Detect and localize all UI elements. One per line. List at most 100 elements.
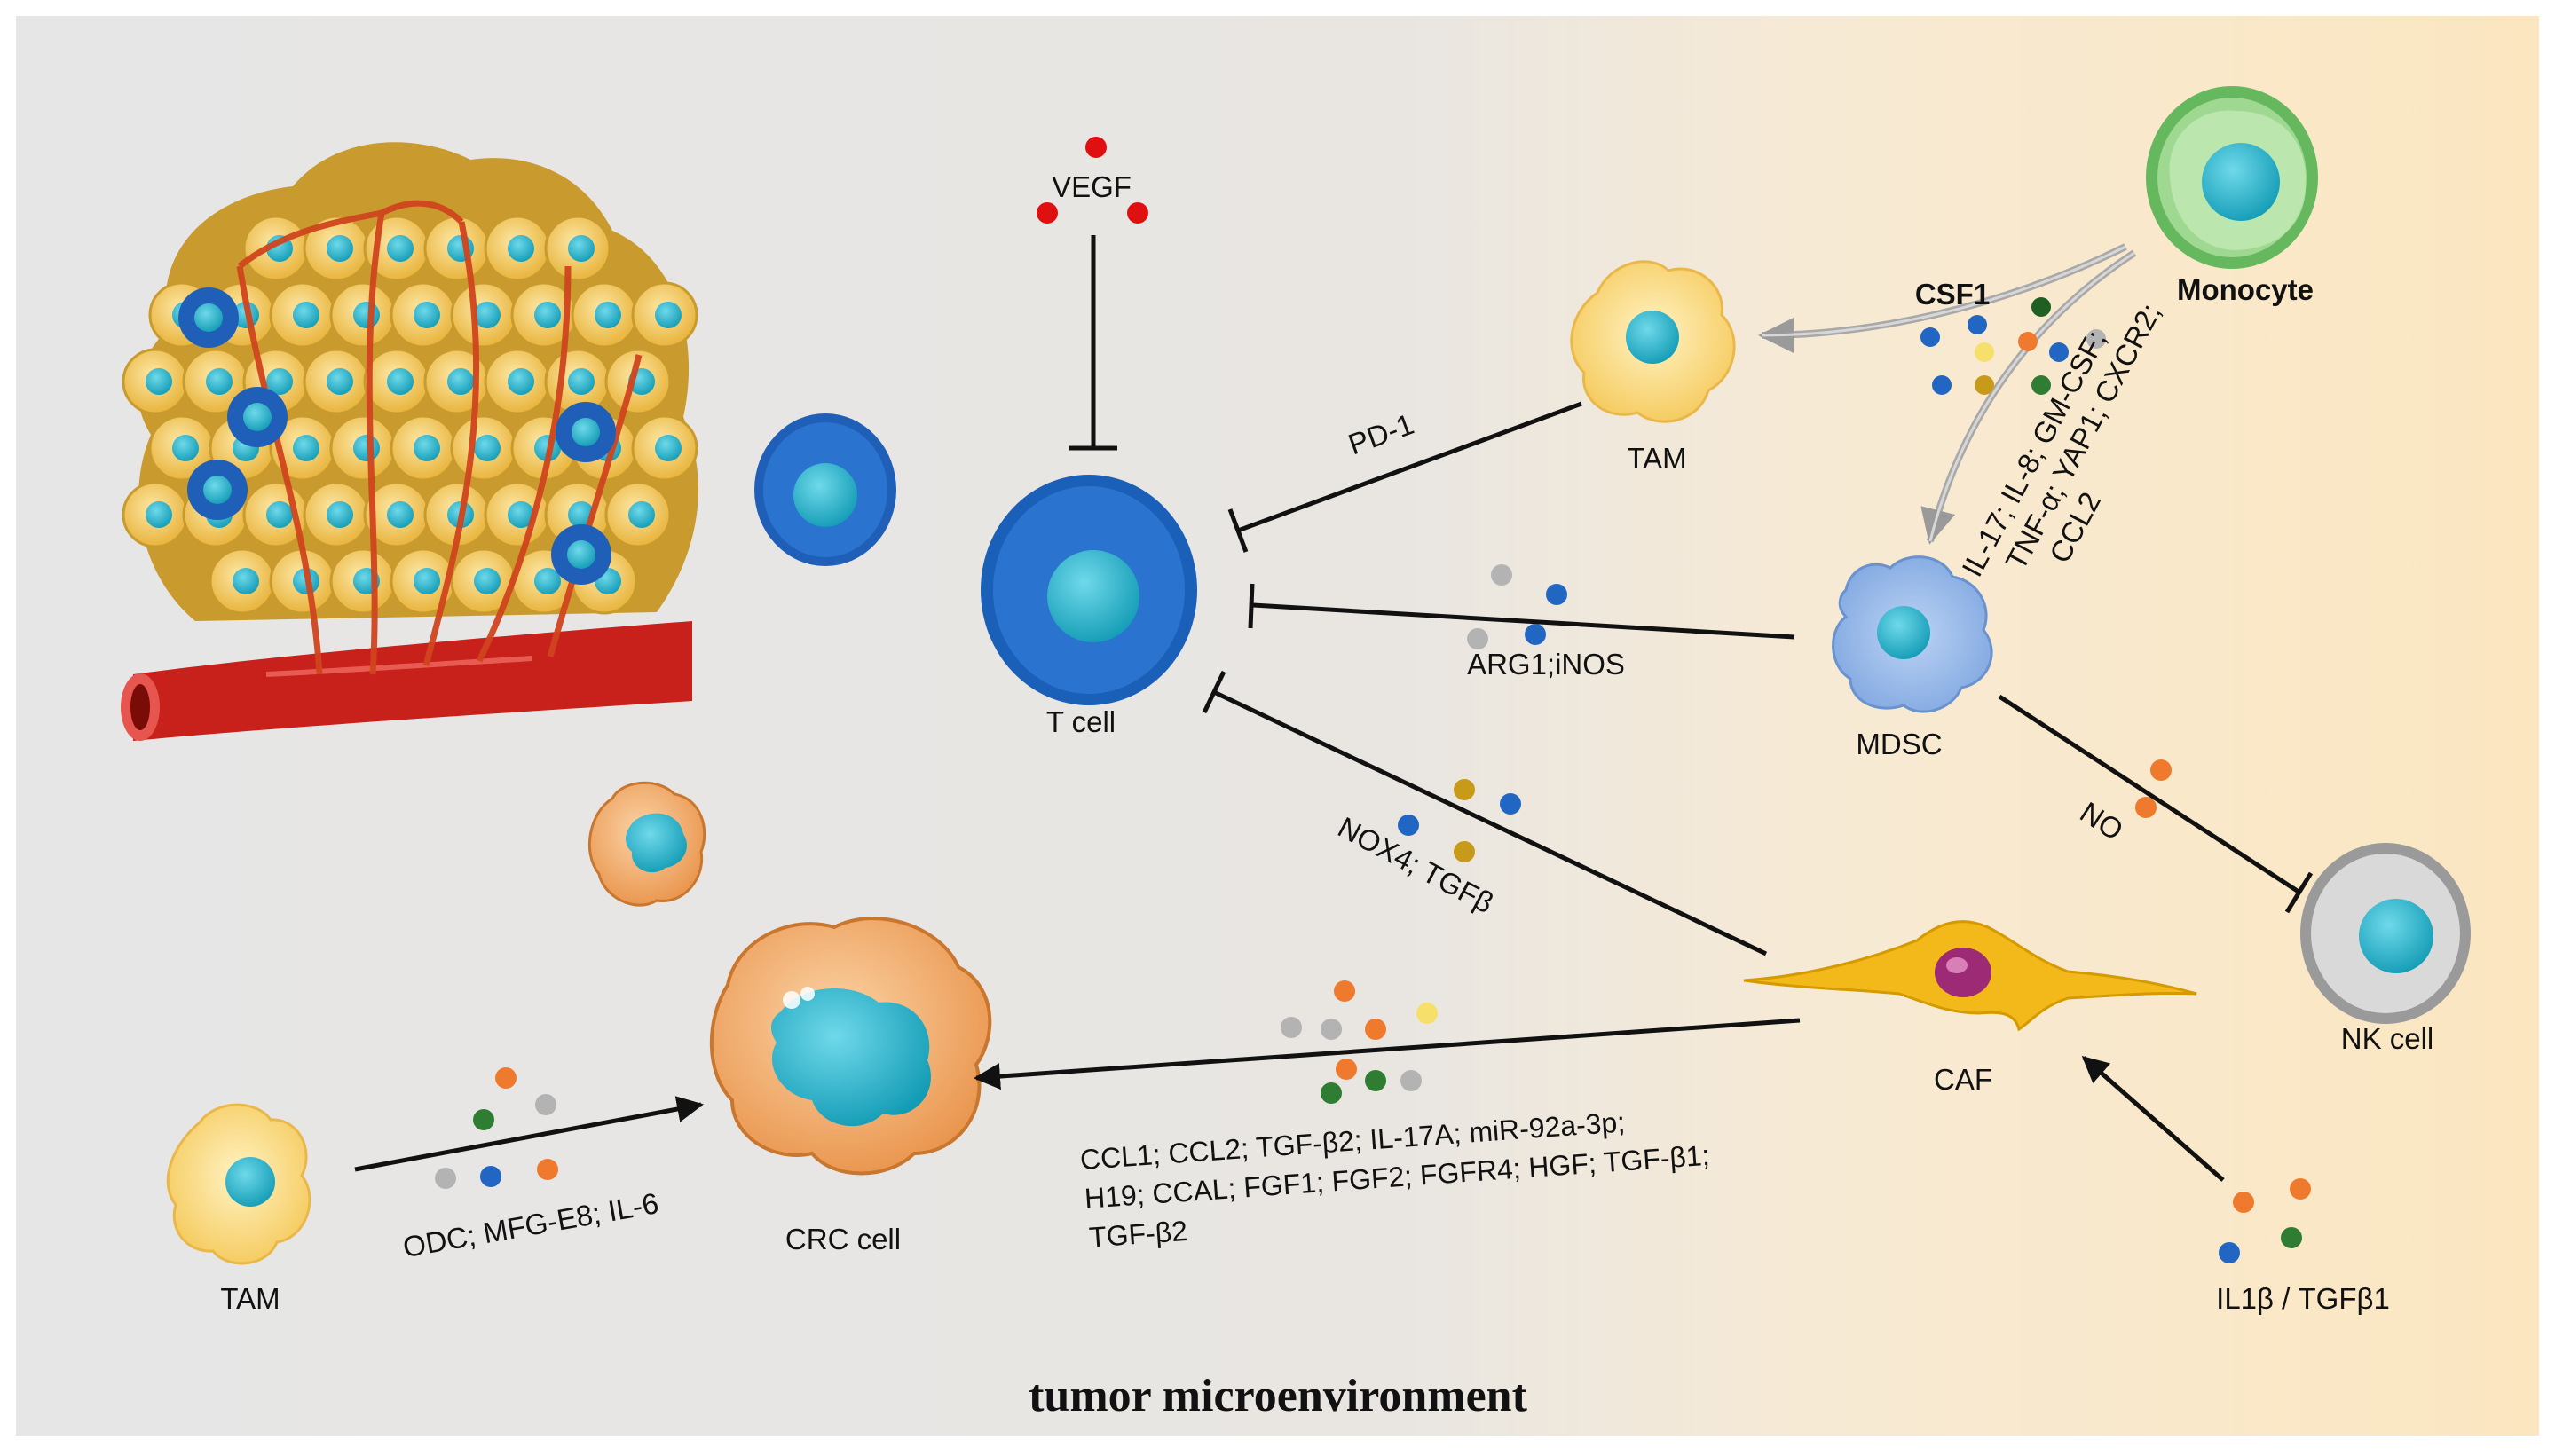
- crc-cell: CRC cell: [709, 917, 992, 1255]
- cytokine-dot: [1491, 564, 1512, 586]
- cytokine-dot: [1365, 1019, 1386, 1040]
- cytokine-dot: [473, 1109, 494, 1130]
- caf-cell: CAF: [1743, 920, 2197, 1096]
- csf1-label: CSF1: [1915, 278, 1990, 311]
- cytokine-dot: [1416, 1003, 1438, 1024]
- cytokine-dot: [1920, 327, 1940, 347]
- tumor-cell-nucleus: [534, 302, 561, 328]
- tumor-cell-nucleus: [146, 368, 172, 395]
- cytokine-dot: [2150, 759, 2172, 781]
- cytokine-dot: [2135, 797, 2157, 818]
- infiltrating-t-cell-nucleus: [567, 540, 595, 569]
- arg1-inos-label: ARG1;iNOS: [1467, 648, 1625, 681]
- tumor-cell-nucleus: [568, 235, 595, 262]
- cytokine-dot: [2281, 1227, 2302, 1248]
- tumor-cell-nucleus: [474, 302, 501, 328]
- tumor-cell-nucleus: [387, 368, 414, 395]
- t-cell: T cell: [981, 475, 1197, 738]
- tumor-cell-nucleus: [266, 368, 293, 395]
- cytokine-dot: [1336, 1059, 1357, 1080]
- cytokine-dot: [2018, 332, 2038, 351]
- monocyte-cell: Monocyte: [2146, 86, 2318, 306]
- cytokine-dot: [2290, 1178, 2311, 1200]
- tumor-cell-nucleus: [293, 435, 319, 461]
- tumor-cell-nucleus: [628, 501, 655, 528]
- tumor-cell-nucleus: [414, 568, 440, 594]
- tumor-cell-nucleus: [233, 568, 259, 594]
- tumor-cell-nucleus: [327, 235, 353, 262]
- vegf-dot: [1127, 202, 1148, 224]
- cytokine-dot: [1932, 375, 1952, 395]
- tam-top-label: TAM: [1627, 442, 1686, 475]
- tumor-cell-nucleus: [327, 501, 353, 528]
- vegf-dot: [1037, 202, 1058, 224]
- diagram-title: tumor microenvironment: [1029, 1371, 1528, 1421]
- tam-cell-bottom: TAM: [166, 1103, 311, 1315]
- cytokine-dot: [1454, 841, 1475, 862]
- mdsc-cell: MDSC: [1832, 555, 1993, 760]
- t-cell-label: T cell: [1046, 705, 1116, 738]
- cytokine-dot: [1365, 1070, 1386, 1091]
- cytokine-dot: [537, 1159, 558, 1180]
- cytokine-dot: [1975, 342, 1994, 362]
- cytokine-dot: [2031, 375, 2051, 395]
- tumor-cell-nucleus: [387, 501, 414, 528]
- infiltrating-t-cell-nucleus: [203, 476, 232, 504]
- cytokine-dot: [2049, 342, 2069, 362]
- infiltrating-t-cell-nucleus: [194, 303, 223, 332]
- cytokine-dot: [2086, 329, 2106, 349]
- vegf-label: VEGF: [1052, 170, 1132, 203]
- cytokine-dot: [1525, 624, 1546, 645]
- monocyte-label: Monocyte: [2177, 273, 2314, 306]
- tumor-cell-nucleus: [655, 435, 682, 461]
- nk-cell: NK cell: [2300, 843, 2471, 1055]
- cytokine-dot: [1321, 1019, 1342, 1040]
- cytokine-dot: [495, 1067, 517, 1089]
- vegf-group: VEGF: [1037, 137, 1148, 451]
- vegf-dot: [1085, 137, 1107, 158]
- tumor-cell-nucleus: [414, 302, 440, 328]
- tumor-cell-nucleus: [474, 568, 501, 594]
- cytokine-dot: [535, 1094, 556, 1115]
- capillary-network: [236, 200, 643, 675]
- tumor-cell-nucleus: [146, 501, 172, 528]
- caf-label: CAF: [1934, 1063, 1992, 1096]
- infiltrating-t-cell-nucleus: [572, 418, 600, 446]
- arg1-inos-inhibition: ARG1;iNOS: [1248, 564, 1795, 681]
- tumor-cell-nucleus: [414, 435, 440, 461]
- tumor-cell-nucleus: [508, 368, 534, 395]
- tumor-cell-nucleus: [508, 501, 534, 528]
- cytokine-dot: [1334, 980, 1355, 1002]
- cytokine-dot: [480, 1166, 501, 1187]
- monocyte-to-tam-arrow: [1758, 243, 2127, 353]
- cytokine-dot: [2031, 297, 2051, 317]
- tumor-cell-nucleus: [474, 435, 501, 461]
- crc-cell-label: CRC cell: [785, 1223, 901, 1255]
- cytokine-dot: [1454, 779, 1475, 800]
- tumor-cell-nucleus: [447, 368, 474, 395]
- cytokine-dot: [1321, 1082, 1342, 1104]
- tumor-cell-nucleus: [266, 501, 293, 528]
- csf1-cytokine-dots: [1920, 297, 2106, 395]
- cytokine-dot: [1968, 315, 1987, 334]
- cytokine-dot: [2233, 1192, 2254, 1213]
- cytokine-dot: [1398, 815, 1419, 836]
- nk-cell-label: NK cell: [2341, 1022, 2434, 1055]
- cytokine-dot: [435, 1168, 456, 1189]
- cytokine-dot: [2219, 1242, 2240, 1263]
- tumor-cell-nucleus: [206, 368, 233, 395]
- tumor-cell-nucleus: [595, 302, 621, 328]
- tumor-mass-illustration: [121, 142, 698, 741]
- tumor-cell-nucleus: [568, 368, 595, 395]
- il1b-tgfb1-arrow: IL1β / TGFβ1: [2081, 1056, 2390, 1315]
- tumor-cell-nucleus: [293, 302, 319, 328]
- tumor-cell-nucleus: [353, 435, 380, 461]
- tam-bottom-label: TAM: [220, 1282, 280, 1315]
- free-lymphocyte-cell: [754, 413, 896, 566]
- cytokine-dot: [1400, 1070, 1422, 1091]
- mdsc-label: MDSC: [1856, 728, 1942, 760]
- tumor-cell-nucleus: [172, 435, 199, 461]
- il1b-tgfb1-label: IL1β / TGFβ1: [2216, 1282, 2390, 1315]
